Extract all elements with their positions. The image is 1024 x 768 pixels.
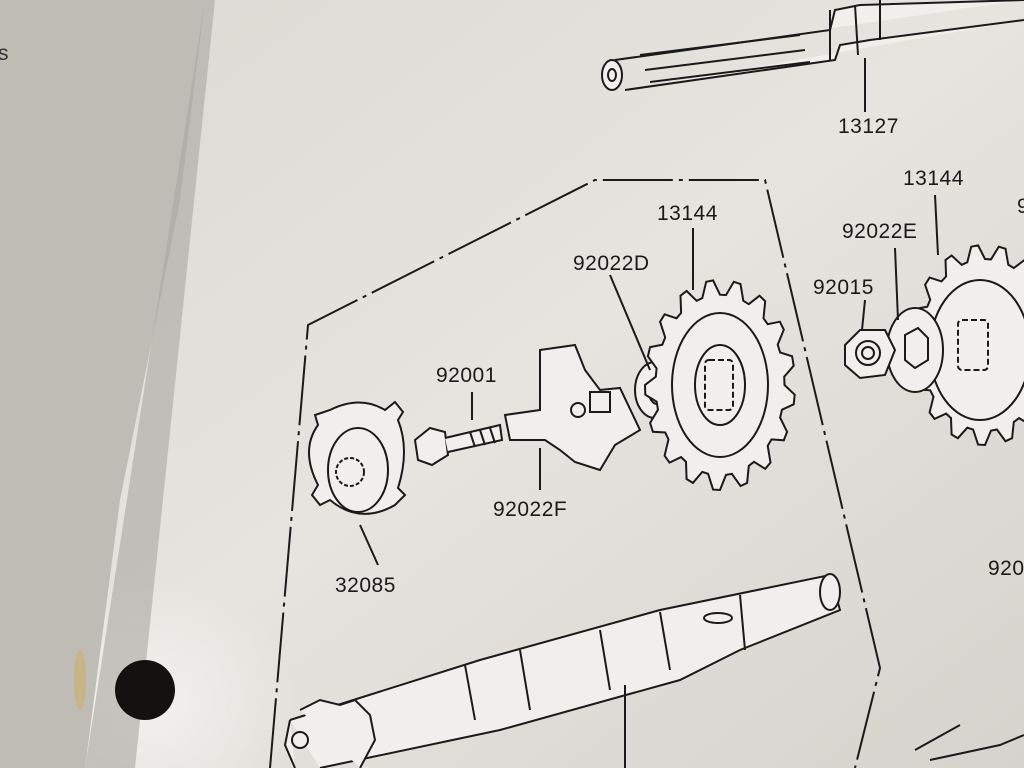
bolt [413, 392, 504, 467]
page-gutter [85, 0, 215, 768]
part-label-13144: 13144 [657, 202, 718, 225]
part-label-32085: 32085 [335, 574, 396, 597]
sprocket-cover [308, 400, 407, 566]
part-label-92001: 92001 [436, 364, 497, 387]
lock-plate [503, 343, 642, 490]
part-label-92022D: 92022D [573, 252, 650, 275]
left-page [0, 0, 205, 768]
binding-ring [74, 650, 86, 710]
left-page-text: s [0, 42, 9, 65]
sprocket-main [643, 228, 796, 492]
assembly-frame [269, 179, 882, 768]
part-label-partial-920: 920 [988, 557, 1024, 580]
part-label-92022E: 92022E [842, 220, 918, 243]
part-label-92015: 92015 [813, 276, 874, 299]
drive-shaft [283, 573, 842, 768]
part-label-92022F: 92022F [493, 498, 568, 521]
part-label-partial-9: 9 [1017, 195, 1024, 218]
part-label-13144-right: 13144 [903, 167, 964, 190]
output-shaft-top [601, 0, 1024, 112]
part-label-13127: 13127 [838, 115, 899, 138]
binding-hole [115, 660, 175, 720]
right-assembly [844, 194, 1024, 761]
